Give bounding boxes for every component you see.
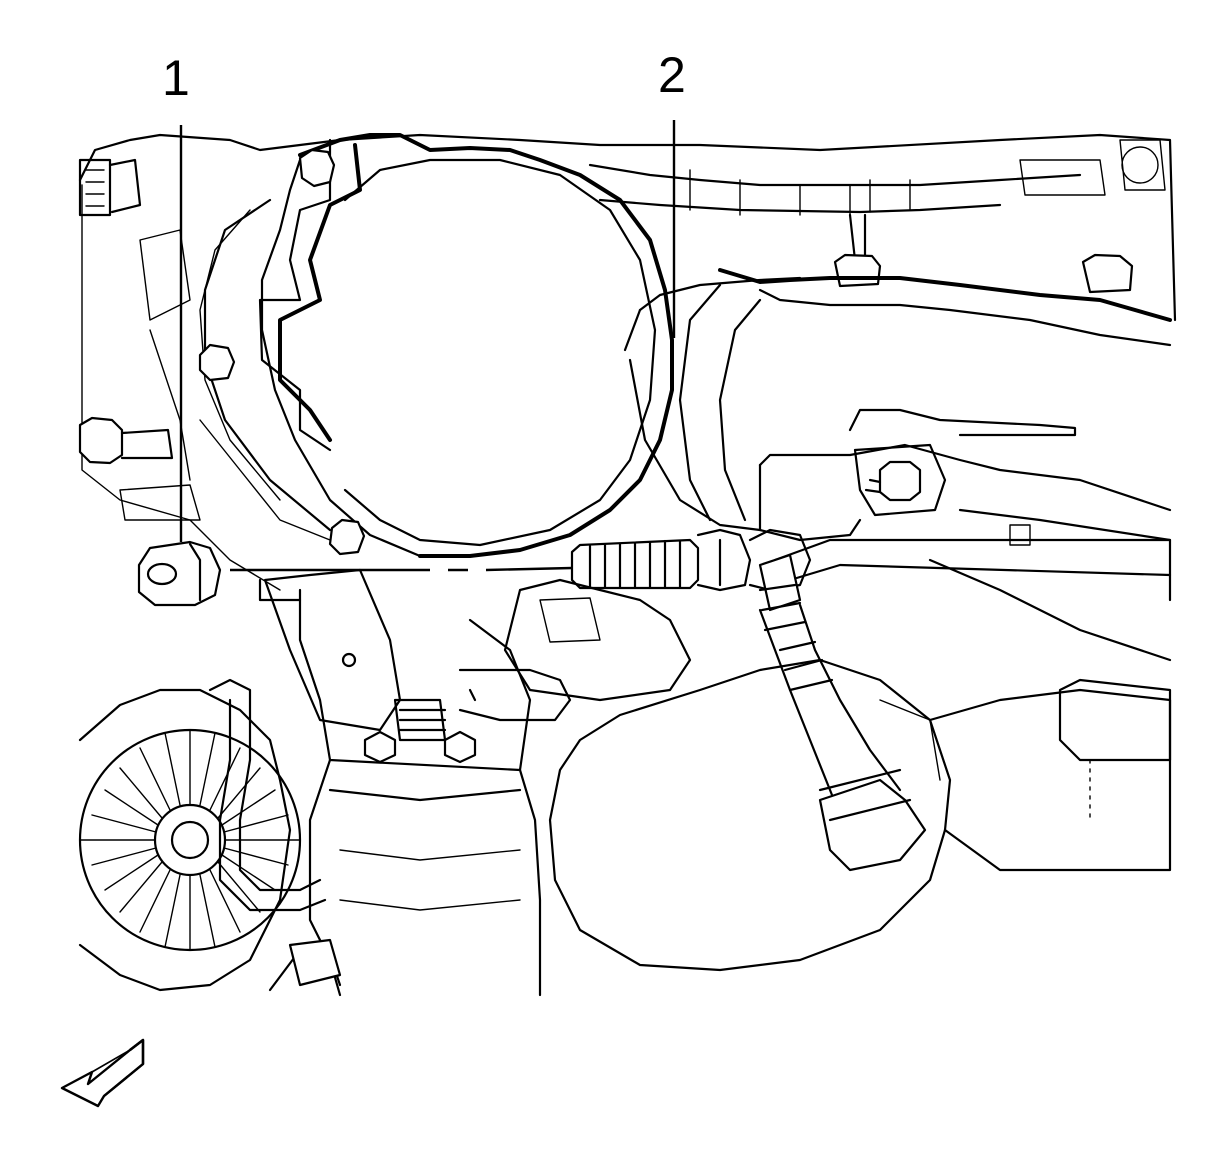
engine-background (78, 133, 1177, 591)
callout-label-1: 1 (162, 50, 190, 106)
direction-arrow-icon (60, 1038, 145, 1108)
oxygen-sensor (758, 538, 1172, 872)
callout-label-2: 2 (658, 47, 686, 103)
alignment-line (230, 566, 573, 572)
nut (137, 540, 222, 607)
right-bracket (853, 443, 1172, 762)
lower-heat-shield (548, 558, 1172, 972)
stud-and-flange (503, 528, 812, 702)
lower-engine-parts (258, 568, 572, 997)
catalytic-converter (198, 133, 1172, 558)
pulley (78, 678, 342, 992)
